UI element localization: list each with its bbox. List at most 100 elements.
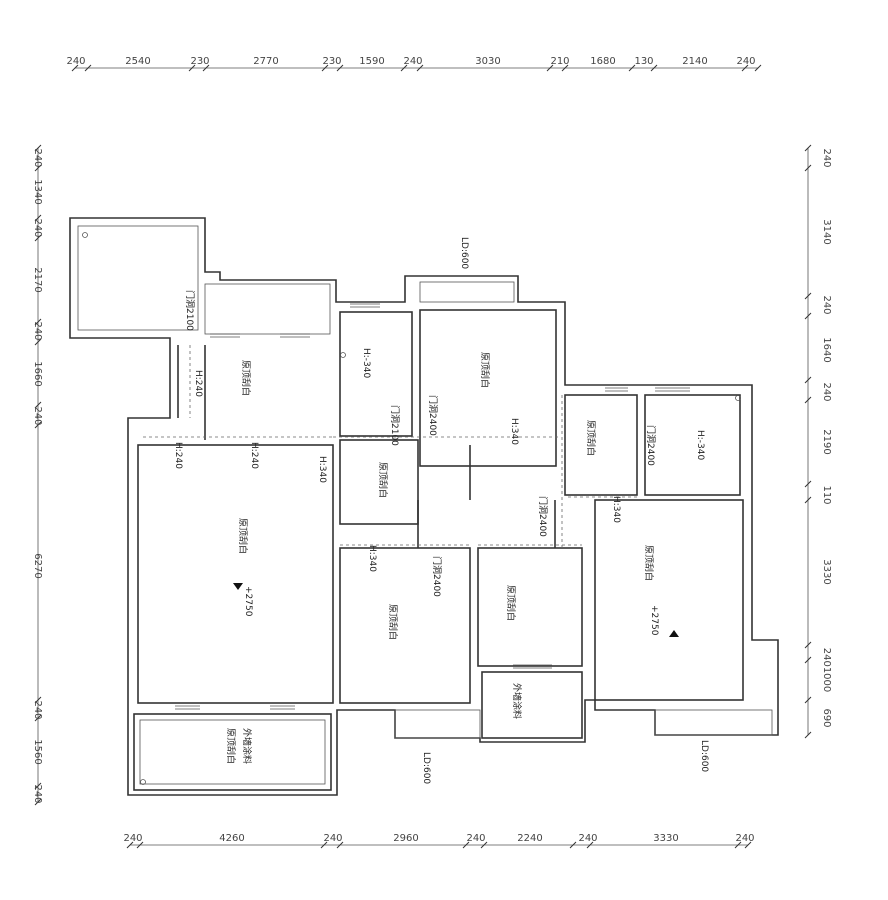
dim-tick xyxy=(34,318,42,326)
dim-label: 3330 xyxy=(821,559,832,584)
dim-tick xyxy=(804,396,812,404)
dim-label: 2170 xyxy=(32,267,43,292)
dim-label: 2540 xyxy=(125,56,150,67)
dim-tick xyxy=(71,64,79,72)
dim-label: 2960 xyxy=(393,833,418,844)
ceiling-lines xyxy=(143,345,640,548)
room-ceiling-label: 原顶刮白 xyxy=(387,604,399,640)
dim-tick xyxy=(628,64,636,72)
dim-tick xyxy=(804,656,812,664)
dim-label: 2240 xyxy=(517,833,542,844)
dim-label: 210 xyxy=(550,56,569,67)
elevation-triangle-icon xyxy=(233,583,243,590)
dim-label: 240 xyxy=(736,56,755,67)
dim-tick xyxy=(804,641,812,649)
dim-tick xyxy=(804,292,812,300)
master-room xyxy=(594,499,744,701)
door-note: 门洞2100 xyxy=(389,405,401,446)
height-note: H:240 xyxy=(193,370,203,397)
dim-label: 1590 xyxy=(359,56,384,67)
dim-label: 240 xyxy=(735,833,754,844)
bottom-dim-labels: 240 4260 240 2960 240 2240 240 3330 240 xyxy=(123,833,754,844)
dim-tick xyxy=(754,64,762,72)
dim-tick xyxy=(126,841,134,849)
dim-tick xyxy=(34,144,42,152)
window-bay-top xyxy=(419,281,515,303)
dim-tick xyxy=(480,841,488,849)
room-ceiling-label: 原顶刮白 xyxy=(479,352,491,388)
dim-tick xyxy=(34,338,42,346)
top-dim-labels: 240 2540 230 2770 230 1590 240 3030 210 … xyxy=(66,56,755,67)
top-dimension-chain xyxy=(71,64,762,72)
height-note: H:240 xyxy=(173,442,183,469)
elevation-markers xyxy=(233,583,679,637)
dim-tick xyxy=(34,234,42,242)
height-note: H:-340 xyxy=(695,430,705,460)
left-dim-labels: 240 1340 240 2170 240 1660 240 6270 240 … xyxy=(32,148,43,803)
bottom-dimension-chain xyxy=(126,841,752,849)
dim-tick xyxy=(34,714,42,722)
dim-tick xyxy=(734,841,742,849)
dim-label: 240 xyxy=(821,382,832,401)
dim-label: 240 xyxy=(578,833,597,844)
window-bay-right xyxy=(654,709,773,736)
elevation-label: +2750 xyxy=(243,586,253,617)
balcony-small xyxy=(481,671,583,739)
room-ceiling-label: 原顶刮白 xyxy=(237,518,249,554)
dim-label: 240 xyxy=(323,833,342,844)
dim-tick xyxy=(34,164,42,172)
dim-tick xyxy=(462,841,470,849)
dim-tick xyxy=(188,64,196,72)
door-note: 门洞2100 xyxy=(184,290,196,331)
windows xyxy=(175,303,690,710)
room-ceiling-label: 原顶刮白 xyxy=(377,462,389,498)
dim-label: 110 xyxy=(821,485,832,504)
dim-tick xyxy=(804,731,812,739)
height-note: H:240 xyxy=(249,442,259,469)
dim-tick xyxy=(336,64,344,72)
ld-note: LD:600 xyxy=(699,740,709,772)
room-top-mid-a xyxy=(339,311,413,437)
dim-tick xyxy=(804,312,812,320)
dim-tick xyxy=(202,64,210,72)
dim-tick xyxy=(34,401,42,409)
dim-label: 3030 xyxy=(475,56,500,67)
height-note: H:-340 xyxy=(361,348,371,378)
ld-note: LD:600 xyxy=(421,752,431,784)
dim-tick xyxy=(416,64,424,72)
balcony-bottom xyxy=(133,713,332,791)
dim-tick xyxy=(34,696,42,704)
drain-icon xyxy=(340,352,346,358)
drain-markers xyxy=(82,232,741,785)
dim-label: 2770 xyxy=(253,56,278,67)
room-ceiling-label: 原顶刮白 xyxy=(643,545,655,581)
dim-label: 3330 xyxy=(653,833,678,844)
dim-label: 240 xyxy=(66,56,85,67)
dim-label: 240 xyxy=(32,784,43,803)
dim-tick xyxy=(336,841,344,849)
dim-label: 240 xyxy=(32,218,43,237)
dim-tick xyxy=(136,841,144,849)
dim-tick xyxy=(321,64,329,72)
dim-label: 240 xyxy=(466,833,485,844)
door-note: 门洞2400 xyxy=(645,425,657,466)
dim-label: 230 xyxy=(190,56,209,67)
room-paint-label: 外墙涂料 xyxy=(511,683,523,719)
dim-tick xyxy=(741,64,749,72)
height-note: H:340 xyxy=(611,496,621,523)
door-note: 门洞2400 xyxy=(431,556,443,597)
dim-tick xyxy=(34,421,42,429)
elevation-triangle-icon xyxy=(669,630,679,637)
elevation-label: +2750 xyxy=(649,605,659,636)
dim-label: 690 xyxy=(821,708,832,727)
drain-icon xyxy=(735,395,741,401)
dim-label: 240 xyxy=(821,148,832,167)
height-note: H:340 xyxy=(317,456,327,483)
dim-label: 1560 xyxy=(32,739,43,764)
dim-label: 240 xyxy=(123,833,142,844)
window-bay-bottom xyxy=(394,709,481,739)
dim-label: 2401000 xyxy=(821,648,832,693)
height-note: H:340 xyxy=(509,418,519,445)
room-ceiling-label: 原顶刮白 xyxy=(240,360,252,396)
